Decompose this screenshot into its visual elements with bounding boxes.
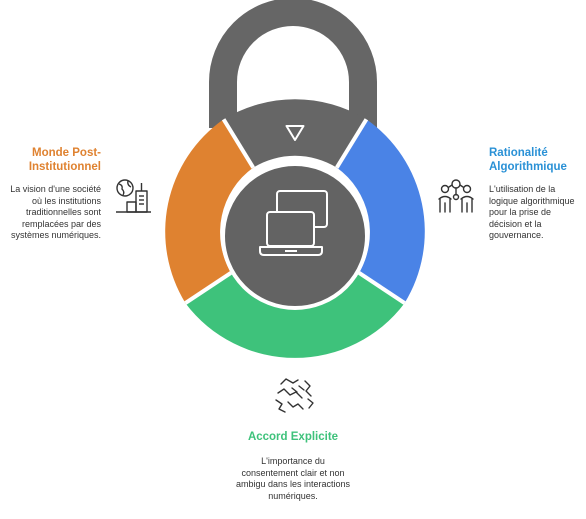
right-description: L'utilisation de la logique algorithmiqu… <box>489 184 575 240</box>
laptop-icon <box>259 190 328 256</box>
bottom-description: L'importance du consentement clair et no… <box>235 456 351 501</box>
network-people-icon <box>438 179 474 213</box>
segment-top <box>223 99 367 168</box>
padlock-shackle <box>209 0 377 128</box>
left-description: La vision d'une société où les instituti… <box>10 184 101 240</box>
right-title: Rationalité Algorithmique <box>489 147 567 173</box>
triangle-down-icon <box>285 125 305 141</box>
handshake-icon <box>275 378 314 413</box>
left-title: Monde Post-Institutionnel <box>28 147 101 173</box>
segment-accord <box>185 272 405 358</box>
globe-city-icon <box>116 179 151 213</box>
segment-monde <box>165 119 254 304</box>
segment-rationalite <box>336 119 425 304</box>
bottom-title: Accord Explicite <box>247 431 339 443</box>
